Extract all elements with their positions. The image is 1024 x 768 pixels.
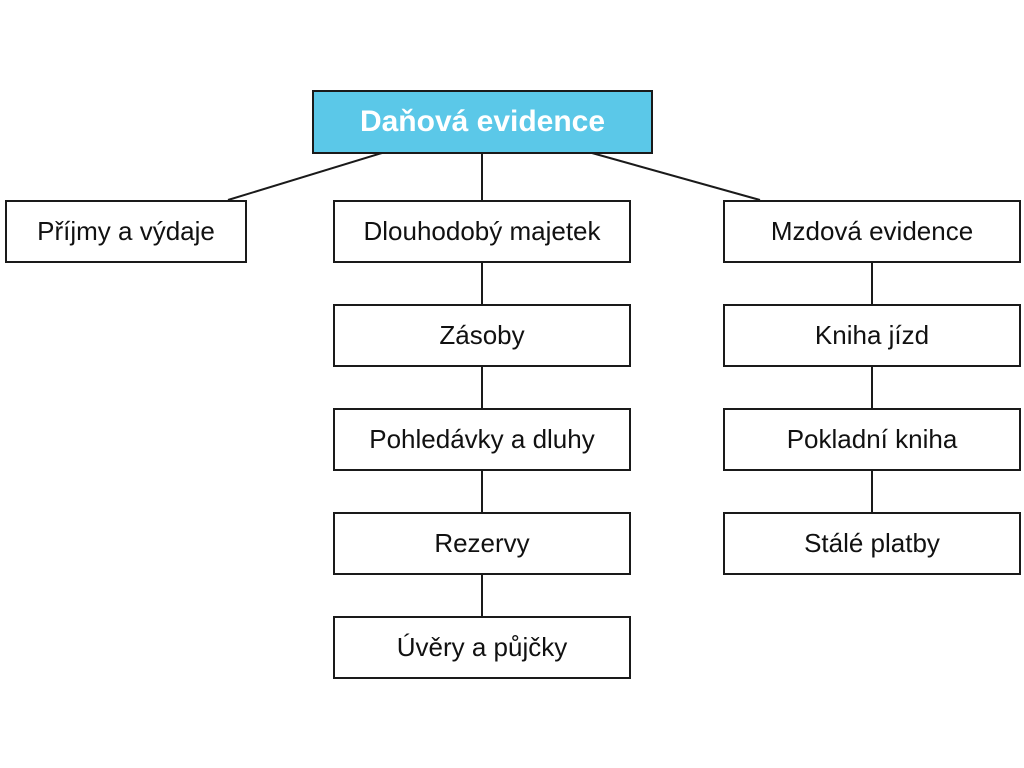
child-node-label: Rezervy: [434, 528, 530, 558]
child-node-inventory: Zásoby: [333, 304, 631, 367]
child-node-label: Zásoby: [439, 320, 525, 350]
connector-root-to-branch-2: [591, 152, 761, 201]
child-node-reserves: Rezervy: [333, 512, 631, 575]
child-node-label: Stálé platby: [804, 528, 940, 558]
child-node-standing-payments: Stálé platby: [723, 512, 1021, 575]
branch-node-long-term-assets: Dlouhodobý majetek: [333, 200, 631, 263]
branch-node-payroll: Mzdová evidence: [723, 200, 1021, 263]
child-node-logbook: Kniha jízd: [723, 304, 1021, 367]
child-node-receivables-payables: Pohledávky a dluhy: [333, 408, 631, 471]
child-node-label: Kniha jízd: [814, 320, 930, 350]
child-node-label: Úvěry a půjčky: [396, 632, 568, 662]
branch-node-label: Mzdová evidence: [770, 216, 974, 246]
child-node-label: Pohledávky a dluhy: [369, 424, 595, 454]
branch-node-label: Dlouhodobý majetek: [363, 216, 601, 246]
root-node-label: Daňová evidence: [359, 105, 606, 138]
branch-node-label: Příjmy a výdaje: [37, 216, 215, 246]
child-node-credits-loans: Úvěry a půjčky: [333, 616, 631, 679]
child-node-cash-book: Pokladní kniha: [723, 408, 1021, 471]
branch-node-income-expenses: Příjmy a výdaje: [5, 200, 247, 263]
root-node: Daňová evidence: [312, 90, 653, 154]
connector-root-to-branch-0: [227, 152, 383, 201]
child-node-label: Pokladní kniha: [786, 424, 958, 454]
